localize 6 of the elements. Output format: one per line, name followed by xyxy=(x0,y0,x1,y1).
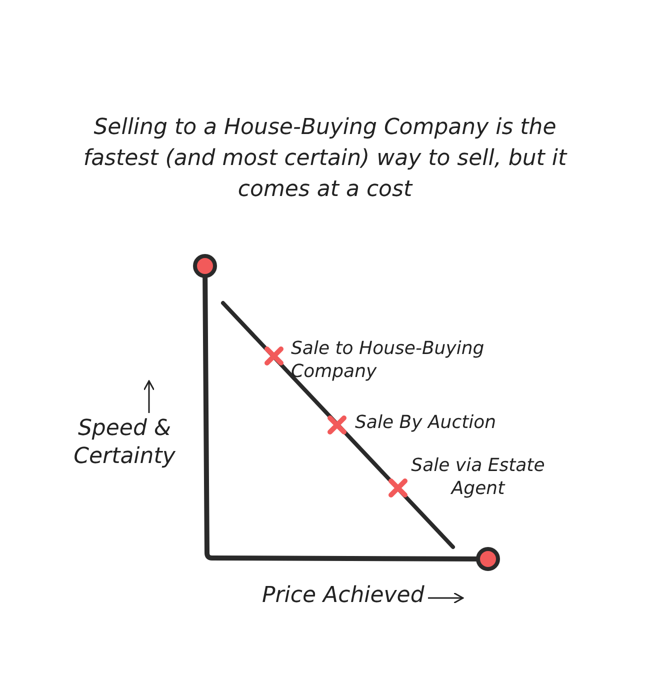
chart-title: Selling to a House-Buying Company is the fastest (and most certain) way to sell, but it comes at a cost xyxy=(82,114,568,204)
point-label: Sale to House-Buying Company xyxy=(291,338,486,383)
point-label: Sale via Estate Agent xyxy=(410,455,546,500)
axis-label: Speed & Certainty xyxy=(72,415,176,470)
point-label: Sale By Auction xyxy=(355,412,498,434)
axis-label: Price Achieved xyxy=(262,582,426,610)
